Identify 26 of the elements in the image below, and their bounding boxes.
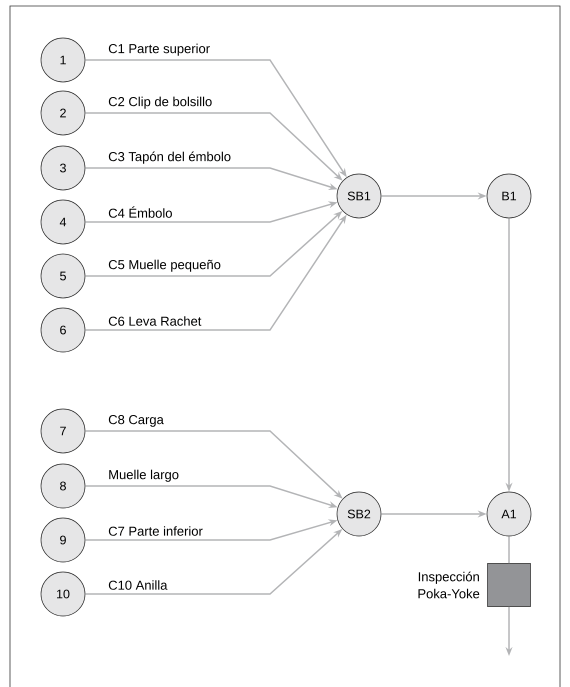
circle-node: B1 [486,174,532,218]
inspection-box [487,563,531,607]
circle-node: 8 [40,464,86,508]
edge-label: C3 Tapón del émbolo [107,150,232,165]
circle-node: 5 [40,254,86,298]
circle-node: 1 [40,38,86,82]
circle-node: SB2 [336,492,382,536]
circle-node: 6 [40,308,86,352]
circle-node: 2 [40,90,86,136]
node-caption: Inspección Poka-Yoke [418,572,480,598]
circle-node: 4 [40,200,86,244]
edge-label: C2 Clip de bolsillo [107,96,214,110]
circle-node: A1 [486,492,532,536]
edge-label: C10 Anilla [107,579,168,591]
circle-node: 3 [40,146,86,190]
circle-node: 9 [40,518,86,562]
edge-label: C1 Parte superior [107,42,212,57]
edge-label: C7 Parte inferior [107,525,204,537]
edge-label: C8 Carga [107,414,165,428]
circle-node: 7 [40,408,86,454]
circle-node: SB1 [336,174,382,218]
edge-label: C4 Émbolo [107,205,174,219]
edge-label: C6 Leva Rachet [107,315,202,327]
edge-label: C5 Muelle pequeño [107,258,222,273]
circle-node: 10 [40,572,86,616]
edge-label: Muelle largo [107,468,180,483]
